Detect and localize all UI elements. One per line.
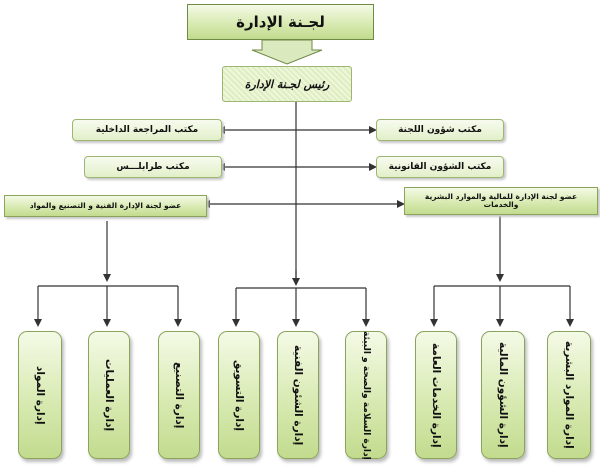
dept-label: إدارة الخدمات العامة — [430, 342, 442, 448]
committee-title: لجـنة الإدارة — [187, 4, 374, 40]
dept-label: إدارة التصنيع — [173, 361, 185, 429]
member-finance: عضو لجنة الإدارة للمالية والموارد البشري… — [404, 187, 598, 215]
dept-marketing: إدارة التسويق — [218, 331, 260, 459]
dept-technical-affairs: إدارة الشئون الفنية — [277, 331, 319, 459]
office-committee-affairs: مكتب شؤون اللجنة — [376, 119, 504, 141]
dept-general-services: إدارة الخدمات العامة — [415, 331, 457, 459]
dept-human-resources: إدارة الموارد البشرية — [547, 331, 591, 459]
title-down-arrow — [251, 39, 323, 65]
dept-safety: إدارة السلامة والصحة و البيئة — [345, 331, 387, 459]
office-legal-affairs: مكتب الشؤون القانونية — [376, 156, 504, 178]
dept-label: إدارة المواد — [34, 365, 46, 425]
dept-financial-affairs: إدارة الشؤون المالية — [481, 331, 525, 459]
president-box: رئيس لجـنة الإدارة — [222, 66, 352, 102]
member-technical: عضو لجنة الإدارة الفنية و التصنيع والموا… — [4, 195, 207, 217]
office-internal-audit: مكتب المراجعة الداخلية — [72, 119, 222, 141]
dept-label: إدارة الشئون الفنية — [292, 344, 304, 446]
office-tripoli: مكتب طرابلـــس — [84, 156, 222, 178]
dept-label: إدارة الشؤون المالية — [497, 342, 509, 448]
dept-materials: إدارة المواد — [18, 331, 62, 459]
dept-manufacturing: إدارة التصنيع — [158, 331, 200, 459]
dept-label: إدارة التسويق — [233, 359, 245, 431]
dept-label: إدارة الموارد البشرية — [563, 341, 575, 449]
dept-label: إدارة العمليات — [103, 358, 115, 432]
dept-operations: إدارة العمليات — [88, 331, 130, 459]
dept-label: إدارة السلامة والصحة و البيئة — [361, 330, 371, 460]
